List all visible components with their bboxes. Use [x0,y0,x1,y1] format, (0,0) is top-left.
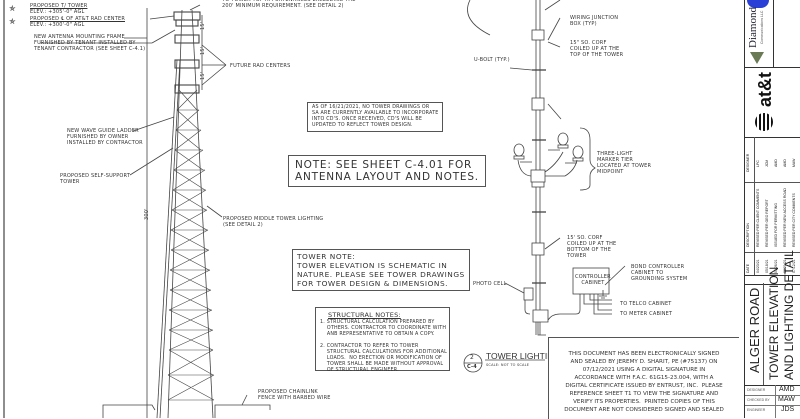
wiring-box-label: WIRING JUNCTION BOX (TYP) [570,15,619,27]
telco-label: TO TELCO CABINET [620,301,672,307]
photo-cell-label: PHOTO CELL [473,281,507,287]
engineer-value: JDS [781,406,795,413]
client-logo-panel: at&t [745,67,800,138]
corf-bottom-label: 15' SO. CORF COILED UP AT THE BOTTOM OF … [567,235,617,259]
dim-15-b: 15' [200,46,206,55]
tower-top-label: PROPOSED T/ TOWER [30,3,88,9]
rad-center-elev: ELEV.: +300'-0" AGL [30,22,85,28]
sheet-title-line2: AND LIGHTING DETAIL [782,250,796,380]
firm-logo-panel: Diamond Communications LLC [745,0,774,68]
target-icon: ✯ [9,4,16,13]
structural-notes-title: STRUCTURAL NOTES: [328,311,401,319]
marker-tier-label: THREE-LIGHT MARKER TIER LOCATED AT TOWER… [597,151,652,175]
designer-value: AMD [779,386,795,393]
rev-header-date: DATE [746,263,750,273]
see-sheet-note: NOTE: SEE SHEET C-4.01 FOR ANTENNA LAYOU… [288,155,486,187]
corf-top-label: 15" SO. CORF COILED UP AT THE TOP OF THE… [570,40,624,58]
sheet-title-line1: TOWER ELEVATION [767,266,781,380]
middle-lighting-callout: PROPOSED MIDDLE TOWER LIGHTING (SEE DETA… [223,216,324,228]
dim-15-c: 15' [200,71,206,80]
designer-label: DESIGNER [747,388,766,392]
detail-number: 2 [470,354,475,361]
title-block: Diamond Communications LLC at&t DATE DES… [744,0,800,418]
diamond-logo-icon [750,52,764,64]
dim-15-a: 15' [200,21,206,30]
structural-notes: STRUCTURAL NOTES: 1. STRUCTURAL CALCULAT… [315,307,450,373]
controller-cabinet-label: CONTROLLER CABINET [575,274,611,286]
wave-guide-callout: NEW WAVE GUIDE LADDER FURNISHED BY OWNER… [67,128,143,146]
detail-scale: SCALE: NOT TO SCALE [486,363,530,367]
as-of-note: AS OF 16/21/2021, NO TOWER DRAWINGS OR S… [307,102,444,132]
self-support-callout: PROPOSED SELF-SUPPORT TOWER [60,173,131,185]
sheet-title-panel: ALGER ROAD TOWER ELEVATION AND LIGHTING … [745,250,800,386]
firm-name: Diamond [747,7,759,48]
meter-label: TO METER CABINET [620,311,673,317]
client-name: at&t [755,72,775,107]
tower-top-elev: ELEV.: +305'-0" AGL [30,9,85,15]
site-name: ALGER ROAD [747,287,762,373]
signature-block: THIS DOCUMENT HAS BEEN ELECTRONICALLY SI… [548,337,739,419]
detail-sheet: C-4 [467,364,477,370]
target-icon: ✯ [9,17,16,26]
structural-notes-body: 1. STRUCTURAL CALCULATION PREPARED BY OT… [320,320,447,373]
future-rad-callout: FUTURE RAD CENTERS [230,63,291,69]
firm-address-panel [773,0,800,68]
firm-subname: Communications LLC [760,10,764,44]
rev-number-strip [745,275,800,285]
antenna-frame-callout: NEW ANTENNA MOUNTING FRAME FURNISHED BY … [34,34,146,52]
signature-text: THIS DOCUMENT HAS BEEN ELECTRONICALLY SI… [564,351,724,413]
ubolt-label: U-BOLT (TYP.) [474,57,510,63]
rev-header-description: DESCRIPTION [746,223,750,247]
checked-label: CHECKED BY [747,398,770,402]
revision-table: DATE DESCRIPTION DESIGNER 04/23/21 REVIS… [745,137,800,275]
dim-300: 300' [144,208,150,220]
rev-header-designer: DESIGNER [746,153,750,172]
bond-label: BOND CONTROLLER CABINET TO GROUNDING SYS… [631,264,688,282]
checked-value: MAW [778,396,795,403]
detail-title: TOWER LIGHTING [486,351,560,361]
att-globe-icon [755,113,773,131]
top-note-callout: TO TOWER TOP APPURTENANCES EXCEEDING THE… [222,0,356,9]
tower-note: TOWER NOTE: TOWER ELEVATION IS SCHEMATIC… [292,249,470,291]
engineer-label: ENGINEER [747,408,766,412]
rad-center-label: PROPOSED ℄ OF AT&T RAD CENTER [30,16,125,22]
signoff-table: DESIGNER AMD CHECKED BY MAW ENGINEER JDS [745,385,800,418]
logo-top-icon [747,0,769,8]
chainlink-callout: PROPOSED CHAINLINK FENCE WITH BARBED WIR… [258,389,331,401]
